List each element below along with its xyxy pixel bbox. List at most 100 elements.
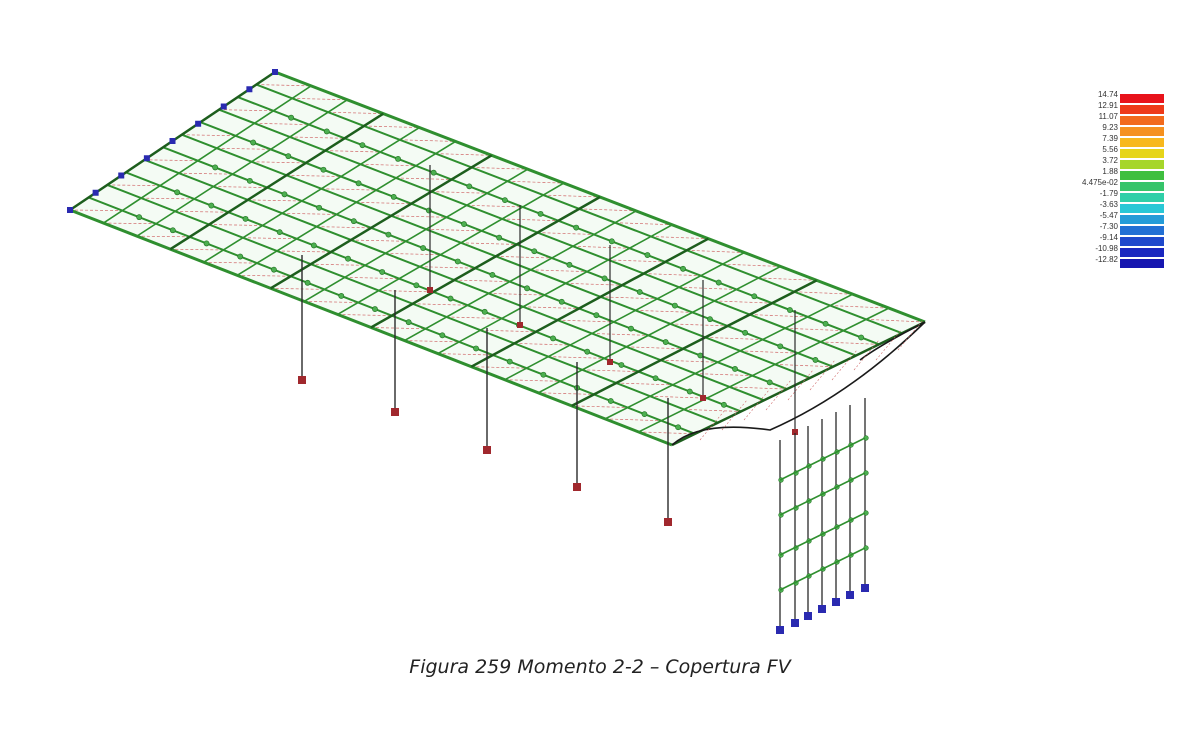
- moment-node: [858, 334, 865, 341]
- moment-node: [304, 279, 311, 286]
- legend-swatch: [1120, 160, 1164, 169]
- moment-node: [359, 142, 366, 149]
- bracing-member: [399, 139, 456, 142]
- legend-value: -1.79: [1099, 189, 1118, 198]
- bracing-member: [282, 212, 337, 215]
- bracing-member: [69, 209, 123, 211]
- bracing-member: [679, 286, 737, 290]
- transverse-beam: [504, 251, 745, 381]
- bracing-member: [446, 316, 502, 319]
- moment-node: [276, 229, 283, 236]
- support-blue: [818, 605, 826, 613]
- moment-node: [208, 202, 215, 209]
- moment-node: [652, 375, 659, 382]
- legend-value: -9.14: [1099, 233, 1118, 242]
- legend-swatch: [1120, 116, 1164, 125]
- bracing-member: [136, 235, 190, 238]
- bracing-member: [765, 379, 792, 411]
- transverse-beam: [437, 224, 673, 355]
- bracing-member: [488, 293, 545, 296]
- bracing-member: [337, 314, 392, 316]
- moment-node: [644, 252, 651, 258]
- bracing-member: [650, 236, 709, 240]
- bracing-member: [141, 197, 195, 200]
- bracing-member: [316, 226, 372, 229]
- bracing-member: [247, 199, 302, 202]
- moment-node: [439, 332, 446, 339]
- transverse-beam: [571, 279, 818, 407]
- moment-node: [697, 352, 704, 359]
- bracing-member: [605, 418, 662, 422]
- bracing-member: [404, 340, 460, 343]
- moment-node: [732, 366, 738, 372]
- legend-swatch: [1120, 226, 1164, 235]
- transverse-beam: [136, 99, 348, 237]
- bracing-member: [370, 327, 426, 330]
- figure-caption: Figura 259 Momento 2-2 – Copertura FV: [409, 656, 791, 678]
- support-red: [792, 429, 798, 435]
- bracing-member: [471, 167, 528, 170]
- moment-node: [550, 335, 556, 342]
- moment-node: [524, 285, 530, 292]
- wall-beam: [779, 472, 866, 516]
- moment-node: [473, 345, 479, 352]
- bracing-member: [626, 346, 684, 350]
- support-red: [427, 287, 433, 293]
- moment-node: [502, 197, 508, 204]
- bracing-member: [635, 310, 693, 313]
- moment-node: [169, 227, 176, 234]
- bracing-member: [256, 84, 312, 87]
- support-red: [664, 518, 672, 526]
- moment-node: [338, 293, 345, 299]
- moment-node: [593, 312, 600, 319]
- moment-node: [662, 339, 669, 345]
- moment-node: [372, 306, 378, 312]
- bracing-member: [502, 218, 559, 222]
- moment-node: [787, 307, 793, 313]
- transverse-beam: [370, 195, 601, 329]
- support-red: [607, 359, 613, 365]
- moment-node: [715, 279, 722, 286]
- moment-node: [136, 214, 143, 221]
- bracing-member: [304, 301, 359, 303]
- support-red: [517, 322, 523, 328]
- moment-node: [766, 379, 773, 386]
- bracing-member: [897, 319, 924, 351]
- support-red: [483, 446, 491, 454]
- moment-node: [323, 128, 330, 135]
- legend-swatch: [1120, 127, 1164, 136]
- wall-beam: [779, 512, 866, 556]
- bracing-member: [356, 201, 412, 205]
- moment-node: [345, 255, 351, 262]
- moment-node: [777, 343, 784, 350]
- moment-node: [285, 153, 292, 160]
- legend-value: 4.475e-02: [1081, 178, 1118, 187]
- bracing-member: [219, 109, 274, 112]
- bracing-member: [721, 399, 748, 431]
- legend-swatch: [1120, 237, 1164, 246]
- moment-node: [558, 298, 565, 305]
- bracing-member: [325, 150, 381, 153]
- legend-value: 7.39: [1102, 134, 1118, 143]
- bracing-member: [170, 248, 224, 251]
- bracing-member: [360, 163, 416, 167]
- support-blue: [804, 612, 812, 620]
- moment-node: [425, 207, 432, 214]
- moment-node: [822, 320, 829, 327]
- roof-surface: [70, 72, 925, 445]
- legend-swatch: [1120, 149, 1164, 158]
- bracing-member: [787, 369, 814, 401]
- support-blue: [846, 591, 854, 599]
- bracing-member: [729, 386, 788, 390]
- legend-swatch: [1120, 171, 1164, 180]
- transverse-beam: [103, 85, 312, 224]
- transverse-beam: [236, 140, 456, 276]
- moment-node: [420, 245, 427, 251]
- bracing-member: [875, 329, 902, 361]
- moment-node: [250, 139, 257, 146]
- legend-value: 3.72: [1102, 156, 1118, 165]
- support-blue: [118, 172, 125, 179]
- bracing-member: [242, 237, 297, 240]
- bracing-member: [276, 250, 331, 253]
- transverse-beam: [303, 168, 529, 303]
